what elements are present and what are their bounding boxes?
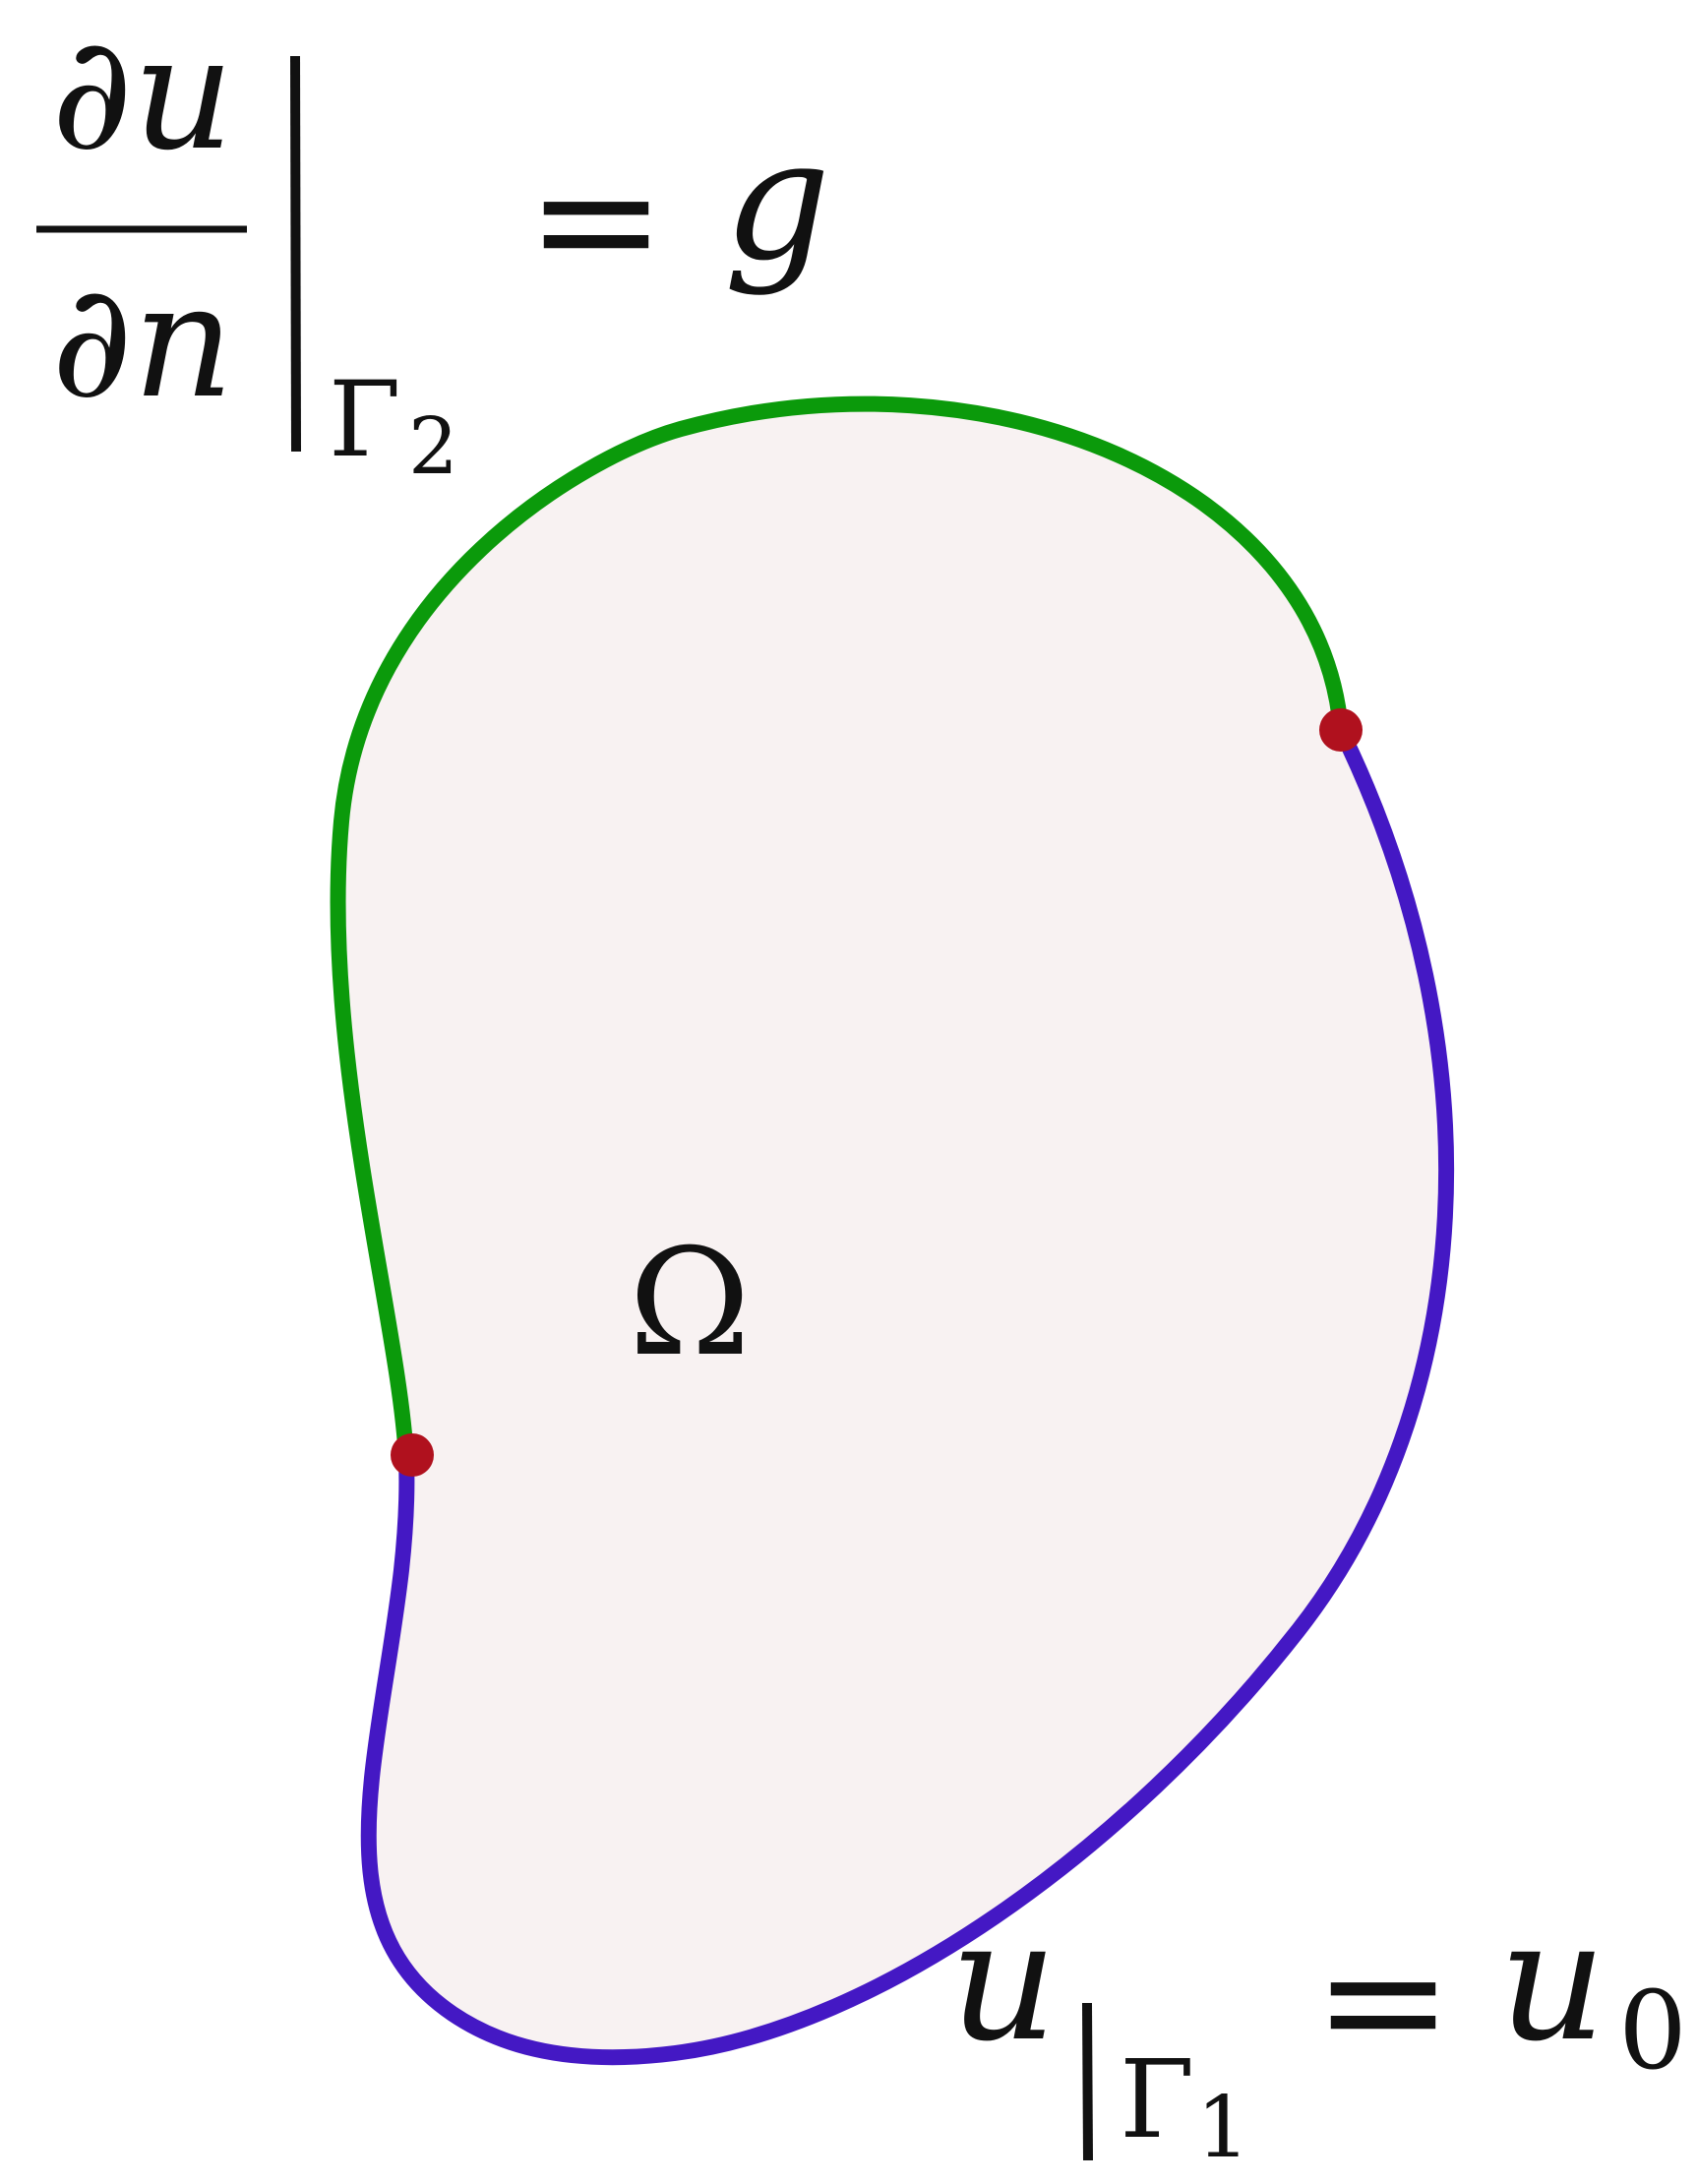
- dirichlet-boundary-symbol: Γ: [1120, 2036, 1194, 2162]
- domain-omega-region: [337, 403, 1447, 2058]
- dirichlet-evaluation-bar: [1082, 2002, 1093, 2161]
- neumann-rhs-g: g: [724, 103, 831, 298]
- dirichlet-rhs-u: u: [1498, 1884, 1606, 2079]
- boundary-gamma1-curve: [360, 722, 1455, 2066]
- boundary-gamma2-curve: [330, 395, 1349, 1468]
- dirichlet-boundary-index: 1: [1196, 2079, 1250, 2177]
- dirichlet-variable-u: u: [949, 1884, 1058, 2079]
- junction-point-lower: [391, 1433, 434, 1477]
- neumann-equals-sign: =: [526, 123, 666, 318]
- neumann-evaluation-bar: [290, 55, 301, 453]
- neumann-boundary-index: 2: [408, 400, 458, 492]
- neumann-condition: ∂u ∂n Γ 2 = g: [36, 1, 830, 492]
- dirichlet-equals-sign: =: [1313, 1904, 1453, 2098]
- neumann-denominator: ∂n: [51, 249, 234, 433]
- dirichlet-rhs-index: 0: [1618, 1968, 1687, 2093]
- neumann-boundary-symbol: Γ: [329, 359, 401, 480]
- neumann-numerator: ∂u: [51, 1, 234, 185]
- region-label-omega: Ω: [629, 1218, 751, 1389]
- dirichlet-condition: u Γ 1 = u 0: [949, 1884, 1687, 2177]
- junction-point-upper: [1319, 708, 1363, 752]
